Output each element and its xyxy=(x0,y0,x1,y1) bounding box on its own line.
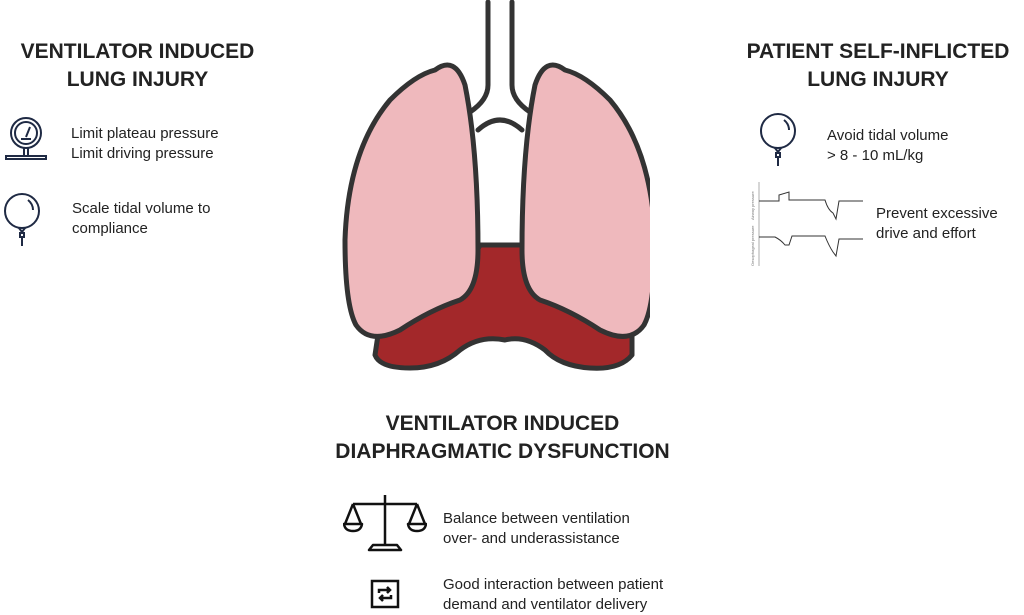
vidd-item1-line2: over- and underassistance xyxy=(443,530,620,547)
vidd-item2-line2: demand and ventilator delivery xyxy=(443,596,648,613)
balloon-icon xyxy=(760,113,796,166)
vili-item1-line2: Limit driving pressure xyxy=(71,145,214,162)
vili-item2-line1: Scale tidal volume to xyxy=(72,200,211,217)
vili-item2-text: Scale tidal volume to compliance xyxy=(72,199,210,239)
lungs-diaphragm-illustration xyxy=(342,0,650,371)
vidd-title-line2: DIAPHRAGMATIC DYSFUNCTION xyxy=(335,440,670,463)
pressure-waveform-icon: Airway pressure Oesophageal pressure xyxy=(750,182,863,266)
balloon-icon xyxy=(4,193,40,246)
psili-item1-text: Avoid tidal volume > 8 - 10 mL/kg xyxy=(827,126,948,166)
sync-icon xyxy=(370,579,400,609)
psili-item2-text: Prevent excessive drive and effort xyxy=(876,204,998,244)
psili-item2-line1: Prevent excessive xyxy=(876,205,998,222)
left-lung xyxy=(342,62,481,339)
psili-title-line1: PATIENT SELF-INFLICTED xyxy=(746,40,1010,63)
psili-title-line2: LUNG INJURY xyxy=(807,68,949,91)
right-lung xyxy=(519,62,650,339)
vili-title-line1: VENTILATOR INDUCED xyxy=(20,40,255,63)
vidd-title-line1: VENTILATOR INDUCED xyxy=(385,412,620,435)
vidd-title: VENTILATOR INDUCED DIAPHRAGMATIC DYSFUNC… xyxy=(290,410,715,466)
pressure-gauge-icon xyxy=(5,117,47,160)
vidd-item2-line1: Good interaction between patient xyxy=(443,576,664,593)
waveform-label-bottom: Oesophageal pressure xyxy=(750,225,755,266)
airway-pressure-trace xyxy=(759,191,863,221)
psili-item1-line2: > 8 - 10 mL/kg xyxy=(827,147,924,164)
oesophageal-pressure-trace xyxy=(759,235,863,258)
psili-item2-line2: drive and effort xyxy=(876,225,976,242)
vili-item2-line2: compliance xyxy=(72,220,148,237)
trachea xyxy=(467,0,533,133)
vili-item1-line1: Limit plateau pressure xyxy=(71,125,219,142)
vili-title: VENTILATOR INDUCED LUNG INJURY xyxy=(0,38,275,94)
scales-icon xyxy=(343,495,427,552)
psili-title: PATIENT SELF-INFLICTED LUNG INJURY xyxy=(728,38,1024,94)
vidd-item2-text: Good interaction between patient demand … xyxy=(443,575,663,615)
vidd-item1-text: Balance between ventilation over- and un… xyxy=(443,509,630,549)
vili-item1-text: Limit plateau pressure Limit driving pre… xyxy=(71,124,219,164)
waveform-label-top: Airway pressure xyxy=(750,191,755,220)
vidd-item1-line1: Balance between ventilation xyxy=(443,510,630,527)
psili-item1-line1: Avoid tidal volume xyxy=(827,127,949,144)
vili-title-line2: LUNG INJURY xyxy=(66,68,209,91)
